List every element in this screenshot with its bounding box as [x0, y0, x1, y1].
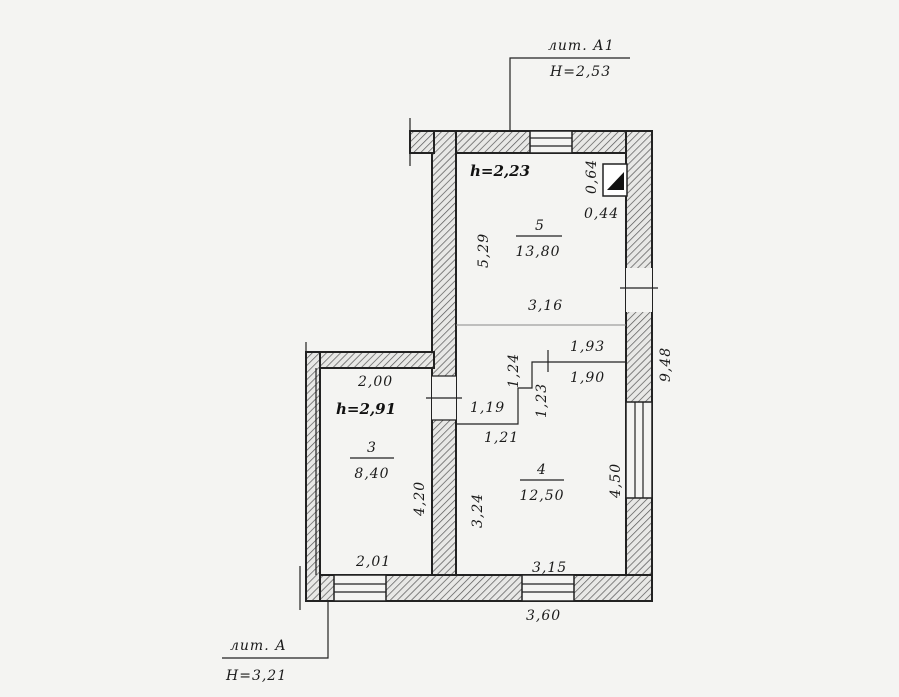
- window-top: [529, 130, 573, 154]
- room-5-number: 5: [535, 218, 545, 234]
- dim-room3-height: 4,20: [412, 481, 428, 517]
- dim-overall-width: 3,60: [526, 608, 561, 624]
- dim-corr-left-v: 1,24: [506, 353, 522, 388]
- lit-a1-name: лит. А1: [548, 38, 615, 54]
- dim-room4-right: 4,50: [608, 463, 624, 499]
- dim-corr-bottom: 1,21: [484, 430, 519, 446]
- lit-a1-height: H=2,53: [549, 64, 611, 80]
- wall-interior: [431, 130, 457, 602]
- leader-lit-a1: [509, 57, 630, 131]
- leader-lit-a: [222, 601, 329, 659]
- wall-right: [625, 130, 653, 602]
- room-3-area: 8,40: [354, 466, 389, 482]
- dim-corr-right-v: 1,23: [534, 383, 550, 418]
- lit-a-height: H=3,21: [225, 668, 287, 684]
- ceiling-height-room3: h=2,91: [336, 400, 396, 418]
- dim-overall-height: 9,48: [658, 347, 674, 382]
- windows: [333, 130, 653, 602]
- dim-corr-top: 1,93: [570, 339, 605, 355]
- room-4-number: 4: [536, 462, 547, 478]
- dim-room5-height: 5,29: [476, 233, 492, 268]
- wall-top-stub: [409, 130, 435, 154]
- wall-room3-left: [305, 351, 321, 602]
- wall-room3-top: [305, 351, 435, 369]
- dim-stove-width: 0,44: [584, 206, 619, 222]
- dim-corr-step: 1,19: [470, 400, 505, 416]
- window-right: [625, 401, 653, 499]
- room-4-area: 12,50: [519, 488, 564, 504]
- dim-stove-depth: 0,64: [584, 159, 600, 194]
- window-bottom-left: [333, 574, 387, 602]
- ceiling-height-main: h=2,23: [470, 162, 530, 180]
- walls: [305, 130, 653, 602]
- dim-room4-left: 3,24: [470, 493, 486, 528]
- doorway-right: [626, 268, 652, 312]
- room-5-area: 13,80: [515, 244, 560, 260]
- stove-icon: [602, 163, 628, 197]
- dim-room3-bottom: 2,01: [355, 554, 391, 570]
- dim-room5-width: 3,16: [528, 298, 563, 314]
- room-3-number: 3: [367, 440, 377, 456]
- corridor-partition: [456, 350, 626, 425]
- lit-a-name: лит. А: [230, 638, 287, 654]
- dim-room4-width: 3,15: [532, 560, 567, 576]
- window-bottom-right: [521, 574, 575, 602]
- dim-room3-top: 2,00: [357, 374, 393, 390]
- dim-corr-mid: 1,90: [570, 370, 605, 386]
